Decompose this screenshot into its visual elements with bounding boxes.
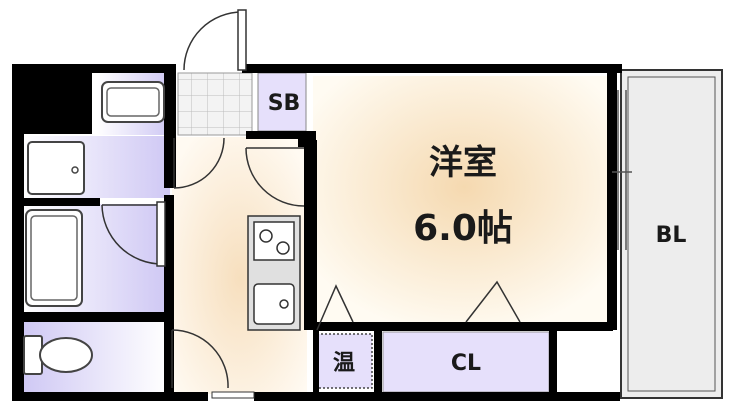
entrance-step bbox=[211, 391, 255, 399]
balcony-area bbox=[620, 69, 723, 399]
balcony-inner-line bbox=[627, 76, 716, 392]
shoe-box-label: SB bbox=[268, 91, 301, 116]
washer-pan bbox=[27, 141, 85, 195]
door-panels bbox=[156, 9, 247, 267]
western-room-name: 洋室 bbox=[429, 143, 497, 183]
balcony-label: BL bbox=[656, 223, 687, 248]
closet-label: CL bbox=[451, 351, 481, 376]
bathtub bbox=[25, 209, 83, 307]
water-heater-label: 温 bbox=[333, 351, 355, 376]
walls bbox=[12, 64, 622, 401]
closet bbox=[382, 331, 550, 393]
western-room-size: 6.0帖 bbox=[413, 208, 513, 249]
entrance-tiles bbox=[177, 72, 253, 136]
kitchen-sink bbox=[253, 283, 295, 325]
toilet bbox=[23, 335, 93, 375]
stove bbox=[253, 221, 295, 261]
balcony-window bbox=[612, 90, 632, 250]
doors bbox=[101, 11, 521, 389]
washbasin bbox=[101, 81, 165, 123]
western-room bbox=[313, 76, 615, 323]
water-heater bbox=[316, 333, 373, 389]
